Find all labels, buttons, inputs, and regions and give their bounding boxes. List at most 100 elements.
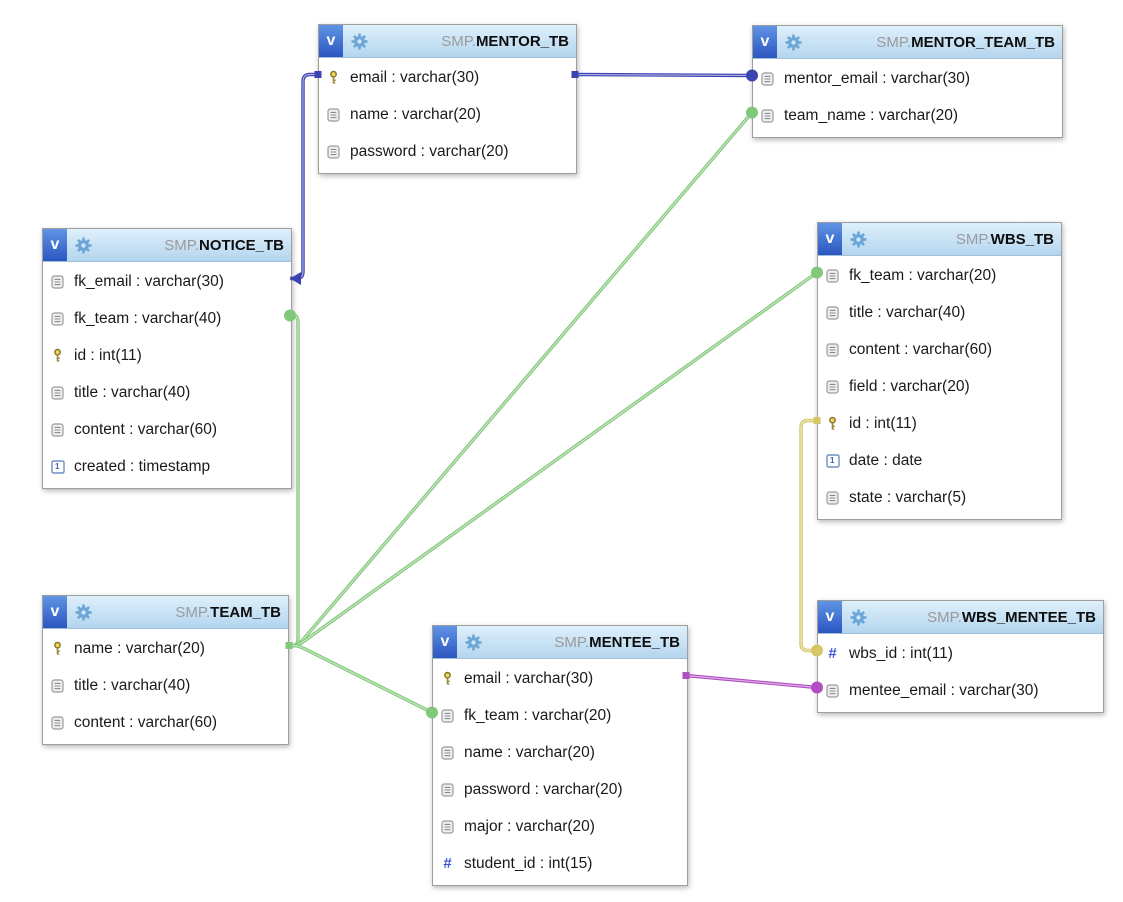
column-label: team_name : varchar(20) — [784, 106, 959, 124]
relationship-team_tb-name--mentee_tb-fk_team[interactable] — [285, 642, 439, 719]
column-row-title[interactable]: title : varchar(40) — [43, 667, 288, 704]
column-row-wbs_id[interactable]: #wbs_id : int(11) — [818, 635, 1103, 672]
text-column-icon — [825, 305, 840, 320]
relationship-mentee_tb-email--wbs_mentee_tb-mentee_email[interactable] — [682, 672, 824, 694]
text-column-icon — [50, 274, 65, 289]
relationship-line[interactable] — [289, 643, 433, 715]
table-mentor_team_tb[interactable]: v SMP.MENTOR_TEAM_TB mentor_email : varcha… — [752, 25, 1063, 138]
column-row-field[interactable]: field : varchar(20) — [818, 368, 1061, 405]
column-row-fk_team[interactable]: fk_team : varchar(40) — [43, 300, 291, 337]
gear-icon — [849, 608, 868, 627]
column-row-mentee_email[interactable]: mentee_email : varchar(30) — [818, 672, 1103, 709]
number-icon: # — [443, 855, 452, 872]
column-label: mentee_email : varchar(30) — [849, 681, 1039, 699]
table-name: WBS_MENTEE_TB — [961, 608, 1096, 626]
v-badge-icon: v — [43, 596, 67, 628]
schema-label: SMP. — [927, 608, 962, 626]
column-label: wbs_id : int(11) — [849, 644, 953, 662]
table-title: SMP.MENTEE_TB — [554, 634, 680, 651]
column-label: major : varchar(20) — [464, 817, 595, 835]
column-label: name : varchar(20) — [464, 743, 595, 761]
key-icon — [50, 641, 65, 656]
column-list: email : varchar(30) fk_team : varchar(20)… — [433, 659, 687, 885]
relationship-mentor_tb-email--notice_tb-fk_email[interactable] — [290, 71, 322, 285]
relationship-team_tb-name--wbs_tb-fk_team[interactable] — [285, 266, 824, 650]
column-label: password : varchar(20) — [464, 780, 623, 798]
column-row-password[interactable]: password : varchar(20) — [319, 133, 576, 170]
table-header[interactable]: v SMP.MENTOR_TEAM_TB — [753, 26, 1062, 59]
column-row-content[interactable]: content : varchar(60) — [818, 331, 1061, 368]
column-row-mentor_email[interactable]: mentor_email : varchar(30) — [753, 60, 1062, 97]
relationship-line[interactable] — [289, 111, 754, 648]
column-row-major[interactable]: major : varchar(20) — [433, 808, 687, 845]
column-row-content[interactable]: content : varchar(60) — [43, 411, 291, 448]
column-row-name[interactable]: name : varchar(20) — [319, 96, 576, 133]
column-label: fk_team : varchar(40) — [74, 309, 222, 327]
relationship-line-core — [574, 73, 753, 77]
column-row-content[interactable]: content : varchar(60) — [43, 704, 288, 741]
column-label: id : int(11) — [849, 414, 917, 432]
gear-icon — [74, 603, 93, 622]
schema-label: SMP. — [876, 33, 912, 51]
relationship-line[interactable] — [799, 418, 817, 653]
relationship-mentor_tb-email--mentor_team_tb-mentor_email[interactable] — [571, 69, 759, 82]
column-row-fk_email[interactable]: fk_email : varchar(30) — [43, 263, 291, 300]
relationship-line[interactable] — [289, 271, 818, 648]
column-row-fk_team[interactable]: fk_team : varchar(20) — [818, 257, 1061, 294]
key-icon — [326, 70, 341, 85]
gear-icon — [784, 33, 803, 52]
column-row-name[interactable]: name : varchar(20) — [43, 630, 288, 667]
v-badge-icon: v — [818, 601, 842, 633]
column-label: fk_team : varchar(20) — [464, 706, 612, 724]
v-badge-icon: v — [319, 25, 343, 57]
table-header[interactable]: v SMP.MENTOR_TB — [319, 25, 576, 58]
relationship-line[interactable] — [290, 72, 318, 281]
v-badge-icon: v — [818, 223, 842, 255]
table-header[interactable]: v SMP.MENTEE_TB — [433, 626, 687, 659]
column-label: title : varchar(40) — [74, 676, 191, 694]
column-row-name[interactable]: name : varchar(20) — [433, 734, 687, 771]
v-badge-icon: v — [753, 26, 777, 58]
table-header[interactable]: v SMP.WBS_MENTEE_TB — [818, 601, 1103, 634]
column-list: fk_email : varchar(30) fk_team : varchar(… — [43, 262, 291, 488]
text-column-icon — [825, 268, 840, 283]
column-row-student_id[interactable]: #student_id : int(15) — [433, 845, 687, 882]
column-row-password[interactable]: password : varchar(20) — [433, 771, 687, 808]
table-wbs_mentee_tb[interactable]: v SMP.WBS_MENTEE_TB #wbs_id : int(11) mente… — [817, 600, 1104, 713]
column-row-state[interactable]: state : varchar(5) — [818, 479, 1061, 516]
table-title: SMP.MENTOR_TEAM_TB — [876, 34, 1055, 51]
table-title: SMP.NOTICE_TB — [164, 237, 284, 254]
column-row-id[interactable]: id : int(11) — [818, 405, 1061, 442]
column-row-title[interactable]: title : varchar(40) — [818, 294, 1061, 331]
column-row-email[interactable]: email : varchar(30) — [433, 660, 687, 697]
text-column-icon — [440, 708, 455, 723]
table-title: SMP.MENTOR_TB — [441, 33, 569, 50]
column-list: #wbs_id : int(11) mentee_email : varchar(… — [818, 634, 1103, 712]
text-column-icon — [825, 379, 840, 394]
column-row-team_name[interactable]: team_name : varchar(20) — [753, 97, 1062, 134]
relationship-line-core — [800, 419, 817, 652]
schema-label: SMP. — [175, 603, 211, 621]
text-column-icon — [326, 107, 341, 122]
column-row-email[interactable]: email : varchar(30) — [319, 59, 576, 96]
column-label: field : varchar(20) — [849, 377, 970, 395]
column-row-title[interactable]: title : varchar(40) — [43, 374, 291, 411]
schema-label: SMP. — [554, 633, 590, 651]
column-row-id[interactable]: id : int(11) — [43, 337, 291, 374]
column-label: id : int(11) — [74, 346, 142, 364]
column-row-fk_team[interactable]: fk_team : varchar(20) — [433, 697, 687, 734]
relationship-team_tb-name--mentor_team_tb-team_name[interactable] — [285, 106, 759, 650]
v-badge-icon: v — [433, 626, 457, 658]
